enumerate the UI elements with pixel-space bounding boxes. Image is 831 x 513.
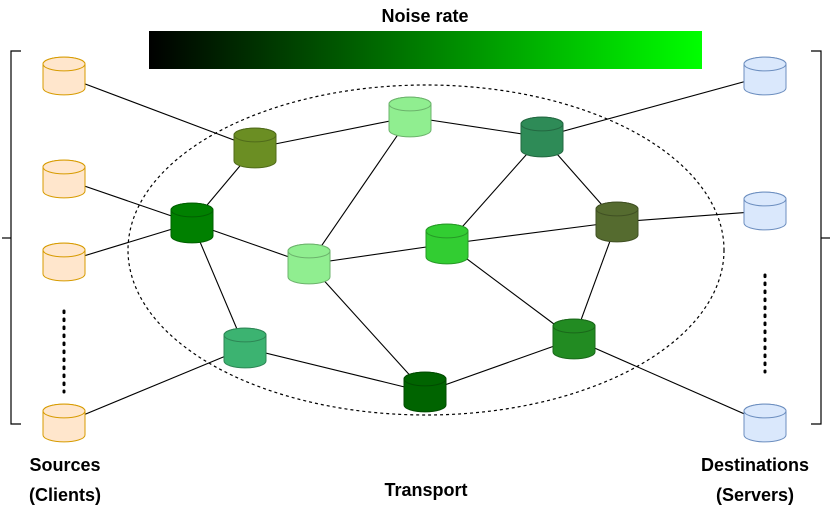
source-node-1 (42, 56, 86, 96)
source-node-3 (42, 242, 86, 282)
edge-s1-n1 (63, 75, 256, 149)
nodes (42, 56, 787, 443)
edge-n2-n3 (409, 116, 543, 138)
edge-n5-n6 (308, 243, 448, 265)
transport-node-n6 (425, 223, 469, 265)
destinations-label: Destinations (700, 455, 810, 475)
edge-n4-n8 (191, 222, 246, 349)
transport-label: Transport (384, 480, 468, 500)
edge-n9-d3 (573, 338, 766, 424)
sources-bracket (2, 50, 21, 425)
sources-label: Sources (29, 455, 101, 475)
transport-node-n7 (595, 201, 639, 243)
destinations-bracket (811, 50, 830, 425)
edge-n6-n7 (446, 221, 618, 245)
destination-node-1 (743, 56, 787, 96)
edge-n1-n2 (254, 116, 411, 149)
edge-n3-d1 (541, 75, 766, 138)
edge-s4-n8 (63, 347, 246, 424)
transport-node-n10 (403, 371, 447, 413)
transport-node-n1 (233, 127, 277, 169)
transport-node-n9 (552, 318, 596, 360)
edge-n6-n9 (446, 243, 575, 340)
destination-node-3 (743, 403, 787, 443)
transport-node-n4 (170, 202, 214, 244)
noise-rate-colorbar (149, 31, 702, 69)
source-node-2 (42, 159, 86, 199)
destination-node-2 (743, 191, 787, 231)
edge-n7-d2 (616, 210, 766, 223)
edge-n9-n10 (424, 338, 575, 393)
transport-node-n8 (223, 327, 267, 369)
transport-node-n5 (287, 243, 331, 285)
edge-n8-n10 (244, 347, 426, 393)
destinations-sublabel: (Servers) (715, 485, 795, 505)
noise-rate-title: Noise rate (381, 6, 469, 26)
transport-boundary (127, 84, 725, 416)
edge-n5-n10 (308, 263, 426, 393)
transport-node-n3 (520, 116, 564, 158)
sources-sublabel: (Clients) (29, 485, 101, 505)
transport-node-n2 (388, 96, 432, 138)
source-node-4 (42, 403, 86, 443)
edge-n2-n5 (308, 116, 411, 265)
